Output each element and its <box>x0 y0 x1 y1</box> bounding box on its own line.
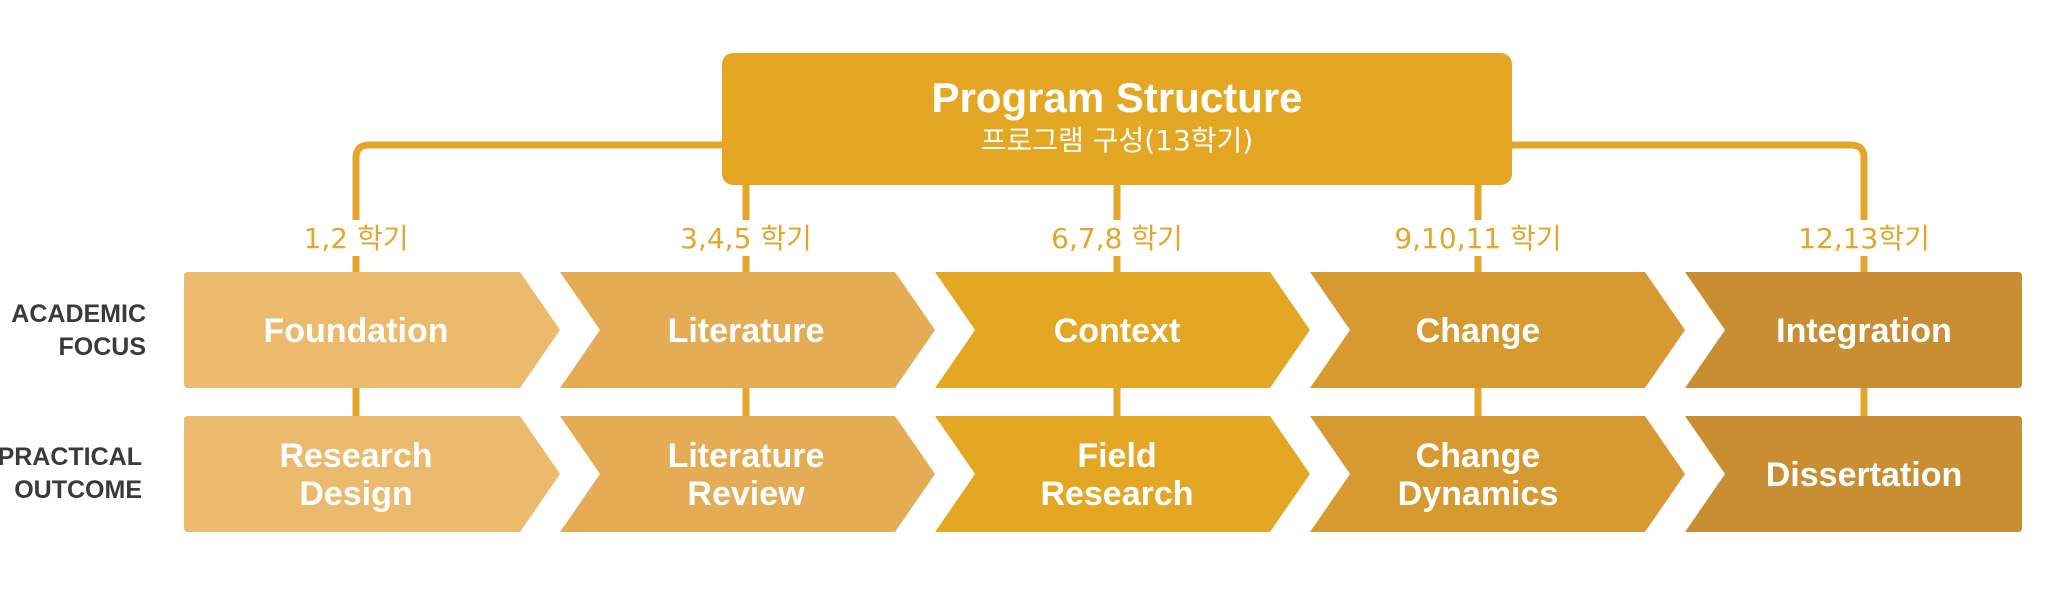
outcome-label-line1: Field <box>1077 437 1156 475</box>
focus-chevron <box>935 272 1310 388</box>
outcome-chevron <box>935 416 1310 532</box>
outcome-label-line2: Review <box>687 475 805 513</box>
outcome-label-line2: Research <box>1040 475 1193 513</box>
row-label-practical-outcome: PRACTICAL OUTCOME <box>0 443 142 504</box>
semester-label-backdrop <box>1774 220 1954 256</box>
header-title: Program Structure <box>931 74 1302 121</box>
outcome-chevron <box>1685 416 2022 532</box>
outcome-chevron <box>184 416 560 532</box>
row-label-academic-line1: ACADEMIC <box>11 300 146 328</box>
row-label-practical-line2: OUTCOME <box>14 476 142 504</box>
outcome-label-line2: Design <box>299 475 412 513</box>
header-box: Program Structure 프로그램 구성(13학기) <box>722 53 1512 185</box>
semester-label: 6,7,8 학기 <box>1051 222 1183 255</box>
semester-label-backdrop <box>656 220 836 256</box>
focus-label-line1: Context <box>1054 312 1181 350</box>
focus-label-line1: Foundation <box>263 312 448 350</box>
focus-label-line1: Integration <box>1776 312 1952 350</box>
header-subtitle: 프로그램 구성(13학기) <box>981 124 1253 157</box>
focus-label-line1: Literature <box>668 312 825 350</box>
row-label-practical-line1: PRACTICAL <box>0 443 142 471</box>
semester-label: 3,4,5 학기 <box>680 222 812 255</box>
outcome-chevron <box>1310 416 1685 532</box>
focus-chevron <box>560 272 935 388</box>
semester-label: 1,2 학기 <box>304 222 409 255</box>
focus-chevron <box>184 272 560 388</box>
semester-label-backdrop <box>1027 220 1207 256</box>
bracket-connector <box>352 141 1868 272</box>
outcome-label-line2: Dynamics <box>1398 475 1559 513</box>
outcome-label-line1: Dissertation <box>1766 456 1963 494</box>
outcome-chevron <box>560 416 935 532</box>
semester-label: 9,10,11 학기 <box>1394 222 1561 255</box>
focus-chevron <box>1310 272 1685 388</box>
semester-label-backdrop <box>266 220 446 256</box>
row-label-academic-line2: FOCUS <box>59 333 147 361</box>
outcome-label-line1: Literature <box>668 437 825 475</box>
semester-label: 12,13학기 <box>1798 222 1930 255</box>
outcome-label-line1: Research <box>279 437 432 475</box>
focus-chevron <box>1685 272 2022 388</box>
row-label-academic-focus: ACADEMIC FOCUS <box>11 300 146 361</box>
focus-label-line1: Change <box>1416 312 1541 350</box>
outcome-label-line1: Change <box>1416 437 1541 475</box>
semester-label-backdrop <box>1388 220 1568 256</box>
